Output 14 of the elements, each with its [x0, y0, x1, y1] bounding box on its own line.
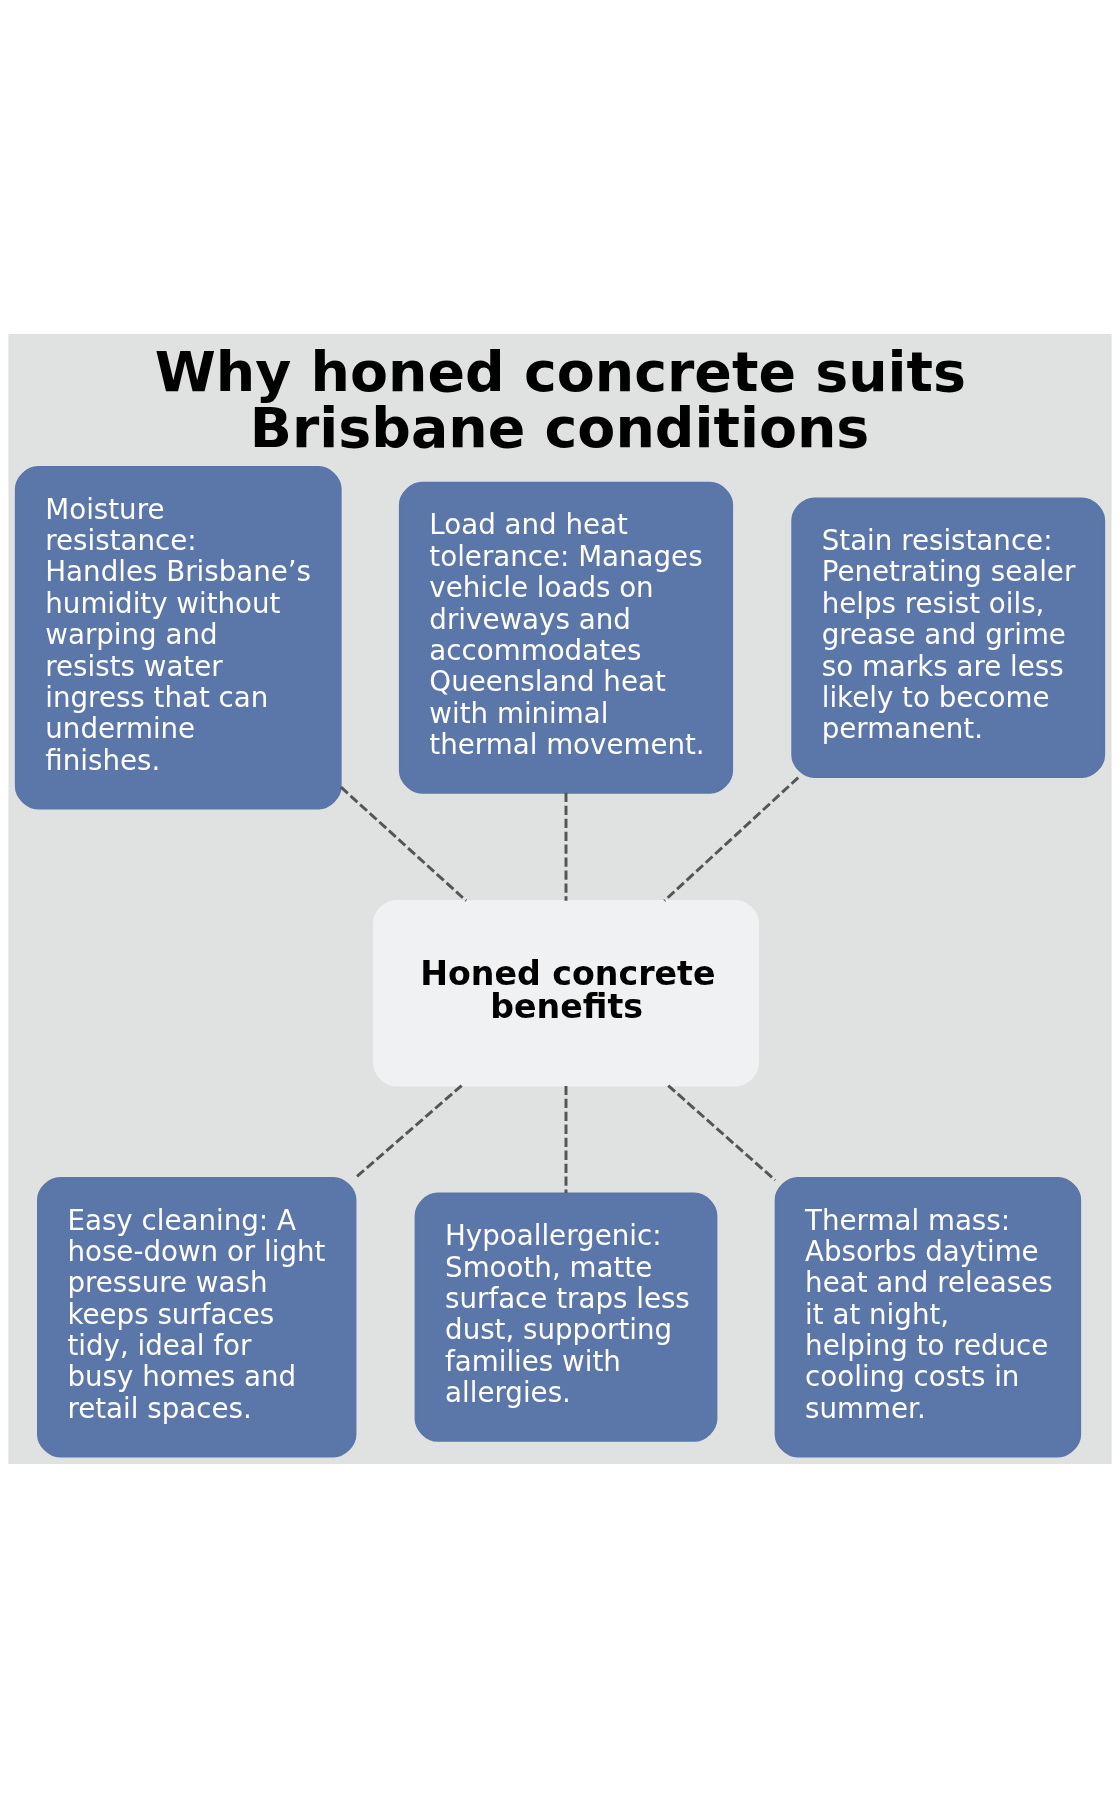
node-box: Easy cleaning: A hose-down or light pressure wash keeps surfaces tidy, ideal for busy homes and retail spaces.: [37, 1176, 357, 1458]
node-box: Moisture resistance: Handles Brisbane’s humidity without warping and resists water ingress that can undermine finishes.: [14, 466, 342, 810]
connector: [564, 1085, 568, 1194]
connector: [667, 1084, 777, 1182]
node-box: Hypoallergenic: Smooth, matte surface traps less dust, supporting families with allergies.: [414, 1192, 718, 1442]
node-box: Honed concrete benefits: [373, 899, 759, 1087]
connector: [354, 1084, 463, 1179]
connector: [564, 792, 568, 901]
node-box: Thermal mass: Absorbs daytime heat and releases it at night, helping to reduce cooling costs in summer.: [774, 1176, 1082, 1458]
connector: [663, 776, 800, 902]
diagram-title: Why honed concrete suits Brisbane conditions: [154, 340, 967, 460]
connector: [340, 786, 468, 902]
node-box: Stain resistance: Penetrating sealer helps resist oils, grease and grime so marks are less likely to become permanent.: [791, 497, 1106, 779]
node-box: Load and heat tolerance: Manages vehicle loads on driveways and accommodates Queensland heat with minimal thermal movement.: [398, 481, 734, 794]
